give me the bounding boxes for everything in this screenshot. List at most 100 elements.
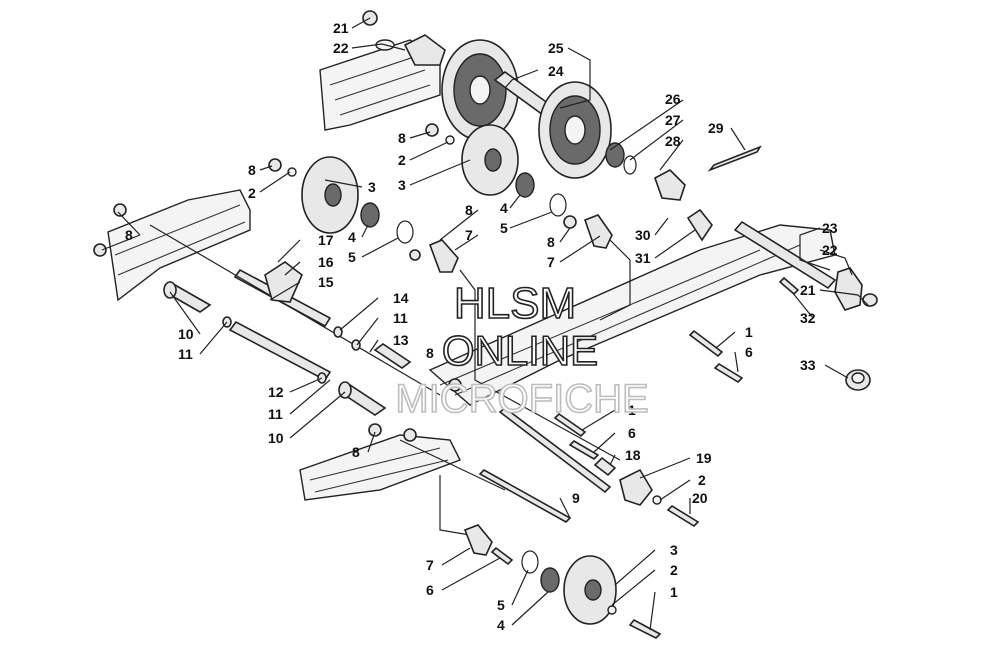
callout-11: 11: [268, 406, 283, 422]
callout-4: 4: [497, 617, 505, 633]
callout-16: 16: [318, 254, 334, 270]
bracket-7-right: [583, 214, 613, 249]
callout-7: 7: [465, 227, 473, 243]
callout-1: 1: [628, 402, 636, 418]
bolt-29: [707, 145, 762, 172]
callout-12: 12: [268, 384, 284, 400]
callout-33: 33: [800, 357, 816, 373]
callout-4: 4: [500, 200, 508, 216]
snap-ring-27: [623, 155, 637, 175]
callout-8: 8: [125, 227, 133, 243]
callout-31: 31: [635, 250, 651, 266]
callout-24: 24: [548, 63, 564, 79]
bolt-6-c: [490, 546, 514, 566]
callout-8: 8: [248, 162, 256, 178]
callout-5: 5: [497, 597, 505, 613]
callout-leaders: [101, 17, 869, 631]
callout-21: 21: [333, 20, 349, 36]
callout-9: 9: [572, 490, 580, 506]
callout-21: 21: [800, 282, 816, 298]
hub-28: [654, 169, 686, 201]
nut-8-i: [409, 249, 421, 261]
callout-6: 6: [426, 582, 434, 598]
snap-ring-5-left: [396, 220, 414, 244]
callout-22: 22: [822, 242, 838, 258]
callout-30: 30: [635, 227, 651, 243]
bolt-6-b: [568, 439, 600, 461]
callout-15: 15: [318, 274, 334, 290]
callout-26: 26: [665, 91, 681, 107]
bracket-19: [619, 468, 653, 506]
callout-2: 2: [248, 185, 256, 201]
callout-7: 7: [426, 557, 434, 573]
callout-19: 19: [696, 450, 712, 466]
callout-17: 17: [318, 232, 334, 248]
bearing-4-left: [360, 202, 380, 228]
nut-8-a: [113, 203, 127, 217]
callout-28: 28: [665, 133, 681, 149]
nut-8-b: [93, 243, 107, 257]
nut-8-f: [448, 378, 462, 392]
callout-3: 3: [670, 542, 678, 558]
callout-25: 25: [548, 40, 564, 56]
bolt-32: [778, 276, 800, 296]
washer-2-c: [652, 495, 662, 505]
tensioner-top: [403, 34, 446, 66]
callout-20: 20: [692, 490, 708, 506]
left-rail: [107, 189, 251, 302]
washer-2-d: [607, 605, 617, 615]
lower-rail: [299, 434, 461, 501]
callout-3: 3: [368, 179, 376, 195]
callout-2: 2: [670, 562, 678, 578]
bearing-4-bottom: [540, 567, 560, 593]
callout-32: 32: [800, 310, 816, 326]
callout-2: 2: [698, 472, 706, 488]
bolt-20: [666, 504, 700, 528]
callout-6: 6: [745, 344, 753, 360]
bearing-4-center: [515, 172, 535, 198]
callout-22: 22: [333, 40, 349, 56]
bracket-16: [264, 261, 303, 303]
callout-23: 23: [822, 220, 838, 236]
nut-8-g: [368, 423, 382, 437]
callout-8: 8: [426, 345, 434, 361]
shaft-right-23: [733, 220, 837, 290]
callout-18: 18: [625, 447, 641, 463]
snap-ring-5-center: [549, 193, 567, 217]
bushing-18: [593, 456, 617, 477]
flange-22: [834, 267, 863, 311]
callout-8: 8: [547, 234, 555, 250]
nut-21-right: [862, 293, 878, 307]
callout-11: 11: [178, 346, 193, 362]
watermark-line-2: ONLINE: [442, 327, 598, 374]
callout-29: 29: [708, 120, 724, 136]
callout-8: 8: [465, 202, 473, 218]
callout-8: 8: [352, 444, 360, 460]
callout-1: 1: [670, 584, 678, 600]
long-bolt-right: [498, 406, 612, 494]
callout-11: 11: [393, 310, 408, 326]
snap-ring-5-bottom: [521, 550, 539, 574]
callout-6: 6: [628, 425, 636, 441]
callout-14: 14: [393, 290, 409, 306]
nut-8-c: [268, 158, 282, 172]
callout-10: 10: [268, 430, 284, 446]
bracket-7-bottom: [463, 524, 493, 556]
callout-8: 8: [398, 130, 406, 146]
washer-2-a: [287, 167, 297, 177]
bolt-1-b: [553, 412, 587, 438]
watermark-line-1: HLSM: [454, 279, 576, 328]
bolt-1-a: [688, 329, 724, 358]
axle-middle: [228, 320, 332, 382]
bolt-1-c: [628, 618, 662, 639]
callout-5: 5: [500, 220, 508, 236]
bracket-7-left: [428, 239, 459, 273]
callout-13: 13: [393, 332, 409, 348]
bracket-30-31: [686, 208, 713, 242]
callout-1: 1: [745, 324, 753, 340]
nut-8-h: [403, 428, 417, 442]
bolt-6-a: [713, 362, 744, 384]
watermark-line-3: MICROFICHE: [395, 377, 648, 421]
bushing-13: [373, 343, 412, 369]
